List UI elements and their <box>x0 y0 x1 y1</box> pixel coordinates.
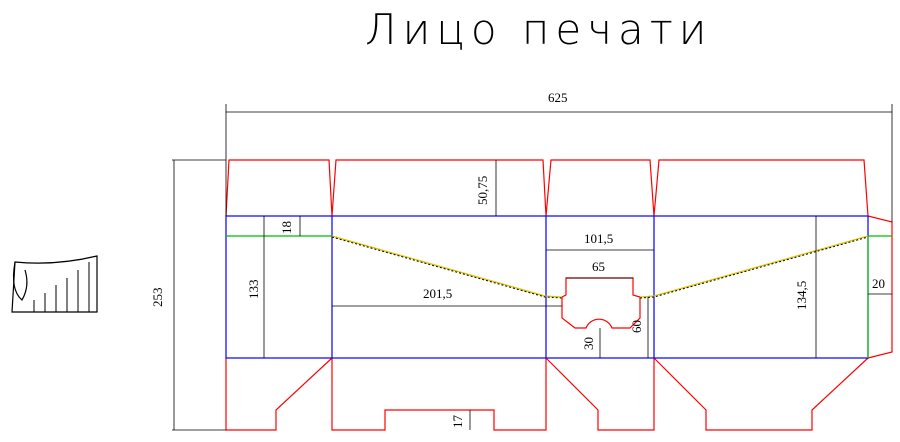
dim-top-flap: 50,75 <box>475 176 490 205</box>
dim-window-width: 101,5 <box>584 231 613 246</box>
dim-band: 18 <box>279 221 294 234</box>
dim-handle-height: 60 <box>629 320 644 333</box>
dim-glue-tab: 20 <box>872 276 885 291</box>
grain-direction-icon <box>11 255 98 313</box>
dim-right-panel-height: 134,5 <box>794 281 809 310</box>
dimension-lines <box>172 104 893 431</box>
dim-handle-width: 65 <box>592 259 605 274</box>
dim-panel-height: 133 <box>246 280 261 300</box>
dim-overall-height: 253 <box>150 288 165 308</box>
cut-lines <box>225 159 893 431</box>
dim-handle-depth: 30 <box>581 337 596 350</box>
wave-lines <box>331 235 869 299</box>
dim-left-offset: 201,5 <box>423 286 452 301</box>
dim-bottom-tab: 17 <box>450 415 465 429</box>
crease-lines <box>226 235 892 358</box>
drawing-title: Лицо печати <box>365 5 712 54</box>
dim-overall-width: 625 <box>548 90 568 105</box>
fold-lines <box>225 215 869 359</box>
